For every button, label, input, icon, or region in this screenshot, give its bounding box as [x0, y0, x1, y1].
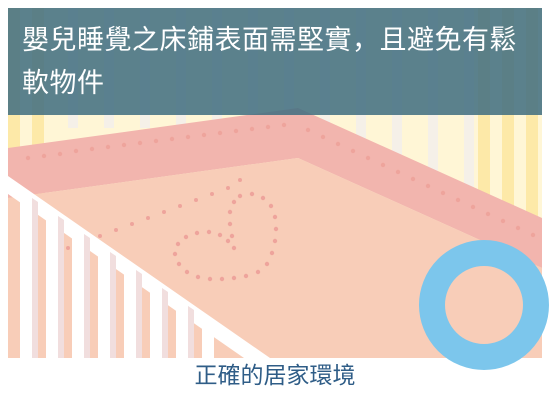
crib-front-bars [20, 190, 214, 358]
caption-text: 正確的居家環境 [194, 363, 356, 389]
headline-text: 嬰兒睡覺之床鋪表面需堅實，且避免有鬆軟物件 [22, 25, 517, 99]
heart-icon [172, 191, 279, 282]
headline-banner: 嬰兒睡覺之床鋪表面需堅實，且避免有鬆軟物件 [8, 8, 542, 115]
stitch-dots-back [25, 122, 536, 238]
stitch-dots-surface [66, 178, 242, 250]
correct-circle-icon [419, 240, 549, 370]
crib-front-rail [8, 176, 270, 358]
badge-ring [419, 240, 549, 370]
mattress-back-edge [8, 108, 542, 268]
crib-front-bar-shadow [32, 198, 194, 358]
